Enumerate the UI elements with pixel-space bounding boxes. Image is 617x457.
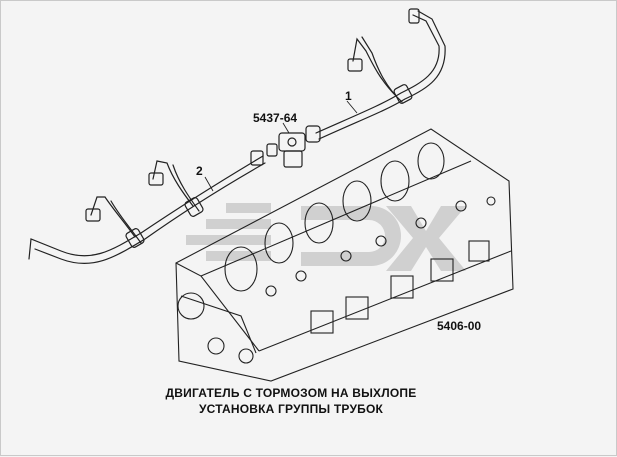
tube-2-nut [148,172,164,186]
tube-2-clamp [125,228,145,248]
tube-2-branch [152,160,194,207]
head-side-port [390,275,414,299]
tee-body [278,132,306,152]
head-side-port [430,258,454,282]
tube-1-nut [347,58,363,72]
tube-2-branch [110,200,142,244]
watermark-letter [386,206,466,271]
head-side-port [468,240,490,262]
leader-1 [346,100,358,114]
tube-group-2 [28,150,266,264]
caption-line-1: ДВИГАТЕЛЬ С ТОРМОЗОМ НА ВЫХЛОПЕ [165,386,417,400]
watermark-bar [186,235,271,245]
tube-1-branch [352,37,397,97]
part-label-5437: 5437-64 [253,111,298,125]
part-label-5406: 5406-00 [437,319,482,333]
head-edge [180,295,257,354]
head-hole [295,270,307,282]
head-hole [340,250,352,262]
watermark-letter [301,206,401,266]
head-hole [455,200,467,212]
tube-1-branch [361,36,403,103]
tee-fitting [266,132,306,168]
watermark-bar [206,251,271,261]
head-outline [175,128,514,382]
tube-1-inner [318,10,446,140]
head-end-bore [177,292,205,320]
watermark-bar [226,203,271,213]
head-end-bore [207,337,225,355]
leader-lines [204,100,358,192]
tube-2-nut [85,208,101,222]
head-hole [375,235,387,247]
callout-2: 2 [196,164,203,178]
head-port [264,222,294,264]
watermark [186,203,466,271]
tee-bore [287,137,297,147]
tube-2-outer [28,155,264,260]
tube-1-clamp [393,84,413,104]
head-edge [258,250,512,352]
tube-2-clamp [184,197,204,217]
watermark-bar [206,219,271,229]
callout-1: 1 [345,89,352,103]
tube-1-fitting [305,125,321,143]
head-side-port [310,310,334,334]
head-port [417,142,445,180]
head-end-bore [238,348,254,364]
cylinder-head [175,128,514,382]
head-edge [200,160,472,277]
tee-body-lower [283,150,303,168]
head-hole [265,285,277,297]
tee-nut [266,143,278,157]
tube-2-inner [34,162,266,264]
leader-2 [204,176,214,192]
tube-1-outer [315,14,440,134]
head-side-port [345,296,369,320]
head-port [342,180,372,222]
head-port [304,202,334,244]
head-port [380,160,410,202]
tube-group-1 [305,8,446,143]
tube-2-branch [172,164,200,212]
head-hole [486,196,496,206]
tube-1-nut [408,8,420,24]
tube-2-fitting [250,150,264,166]
head-hole [415,217,427,229]
caption-line-2: УСТАНОВКА ГРУППЫ ТРУБОК [198,402,384,416]
head-port [224,246,258,292]
tube-2-branch [90,196,136,238]
leader-5437 [282,122,290,134]
